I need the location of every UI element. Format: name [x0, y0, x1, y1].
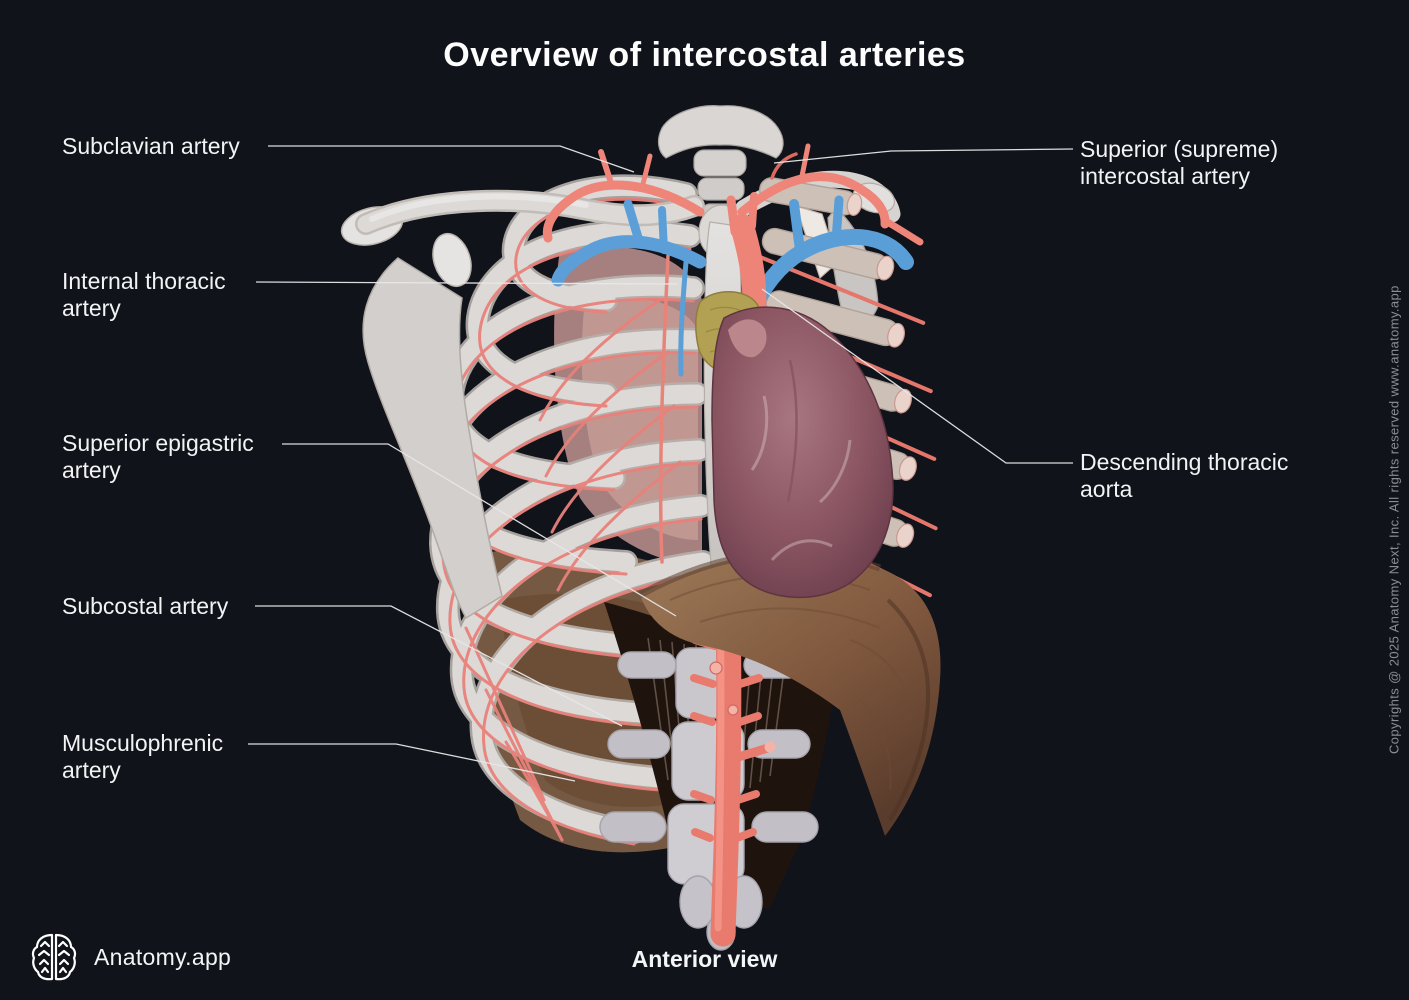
leader-superior-intercostal-artery: [773, 148, 1074, 164]
atrial-appendage: [728, 319, 767, 358]
label-subclavian-artery: Subclavian artery: [62, 133, 240, 159]
superior-intercostal-artery: [770, 152, 798, 180]
view-label: Anterior view: [631, 946, 778, 972]
leader-musculophrenic-artery: [248, 743, 576, 782]
subclavian-vessels-left: [542, 149, 707, 287]
leader-internal-thoracic-artery: [255, 281, 679, 285]
leader-lines: [248, 145, 1074, 782]
brand-logo: Anatomy.app: [30, 932, 231, 982]
leader-superior-epigastric-artery: [282, 443, 677, 617]
label-subcostal-artery: Subcostal artery: [62, 593, 229, 619]
coracoid-left: [432, 232, 472, 288]
internal-thoracic-vessels: [658, 254, 689, 564]
leader-subcostal-artery: [255, 605, 623, 727]
copyright-watermark: Copyrights @ 2025 Anatomy Next, Inc. All…: [1386, 285, 1402, 755]
heart: [711, 306, 894, 599]
leader-subclavian-artery: [268, 145, 635, 173]
label-superior-intercostal-artery: Superior (supreme) intercostal artery: [1080, 136, 1279, 189]
page-title: Overview of intercostal arteries: [443, 36, 966, 74]
label-internal-thoracic-artery: Internal thoracic artery: [62, 268, 226, 321]
label-descending-thoracic-aorta: Descending thoracic aorta: [1080, 449, 1289, 502]
leader-descending-thoracic-aorta: [761, 288, 1073, 464]
label-superior-epigastric-artery: Superior epigastric artery: [62, 430, 254, 483]
brain-icon: [31, 933, 77, 981]
label-musculophrenic-artery: Musculophrenic artery: [62, 730, 224, 783]
brand-name: Anatomy.app: [94, 943, 232, 970]
